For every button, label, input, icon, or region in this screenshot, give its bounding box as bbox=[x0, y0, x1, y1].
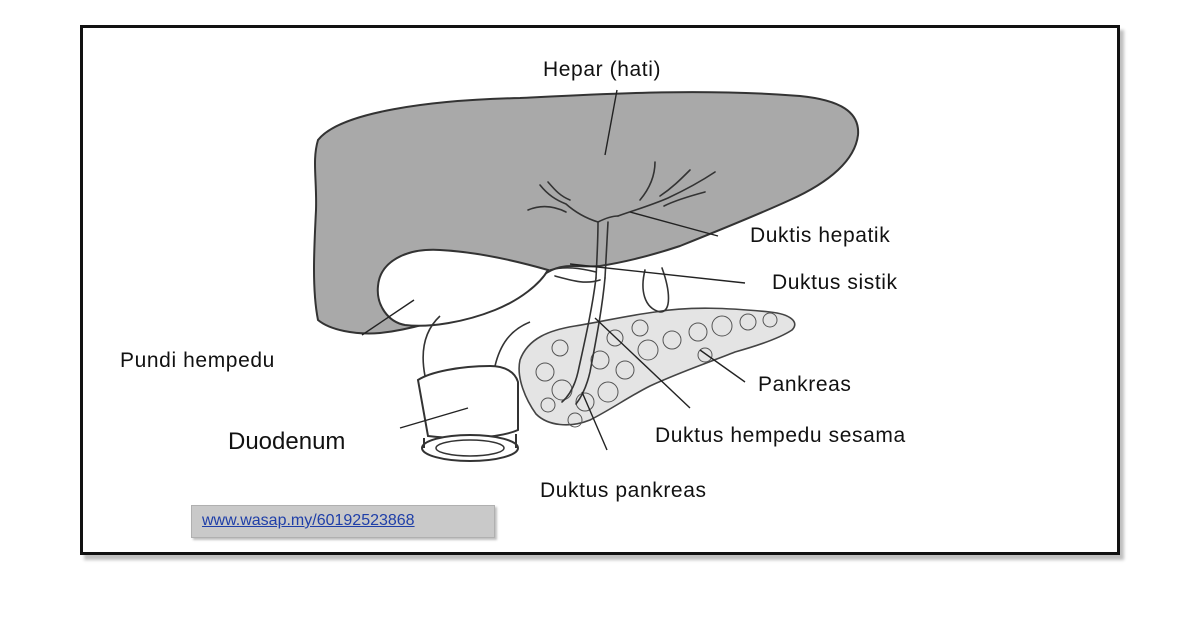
label-hepar: Hepar (hati) bbox=[543, 58, 662, 81]
label-pundi-hempedu: Pundi hempedu bbox=[120, 349, 275, 372]
wasap-link[interactable]: www.wasap.my/60192523868 bbox=[202, 512, 415, 529]
label-duktus-pankreas: Duktus pankreas bbox=[540, 479, 707, 502]
gallbladder-shape bbox=[376, 248, 550, 327]
link-box: www.wasap.my/60192523868 bbox=[191, 505, 495, 538]
label-pankreas: Pankreas bbox=[758, 373, 852, 396]
duodenum-opening-inner bbox=[435, 439, 505, 457]
duodenum-shape bbox=[416, 364, 519, 439]
label-duktus-sistik: Duktus sistik bbox=[772, 271, 898, 294]
bile-ducts bbox=[527, 161, 716, 405]
label-duodenum: Duodenum bbox=[228, 428, 346, 455]
leader-lines bbox=[361, 89, 746, 451]
label-duktus-hempedu-sesama: Duktus hempedu sesama bbox=[655, 424, 906, 447]
duodenum-wall bbox=[423, 434, 517, 448]
pancreas-lobules bbox=[535, 312, 778, 428]
label-duktus-hepatik: Duktis hepatik bbox=[750, 224, 891, 247]
duodenum-upper-loop bbox=[422, 315, 531, 377]
pancreas-shape bbox=[518, 307, 796, 426]
